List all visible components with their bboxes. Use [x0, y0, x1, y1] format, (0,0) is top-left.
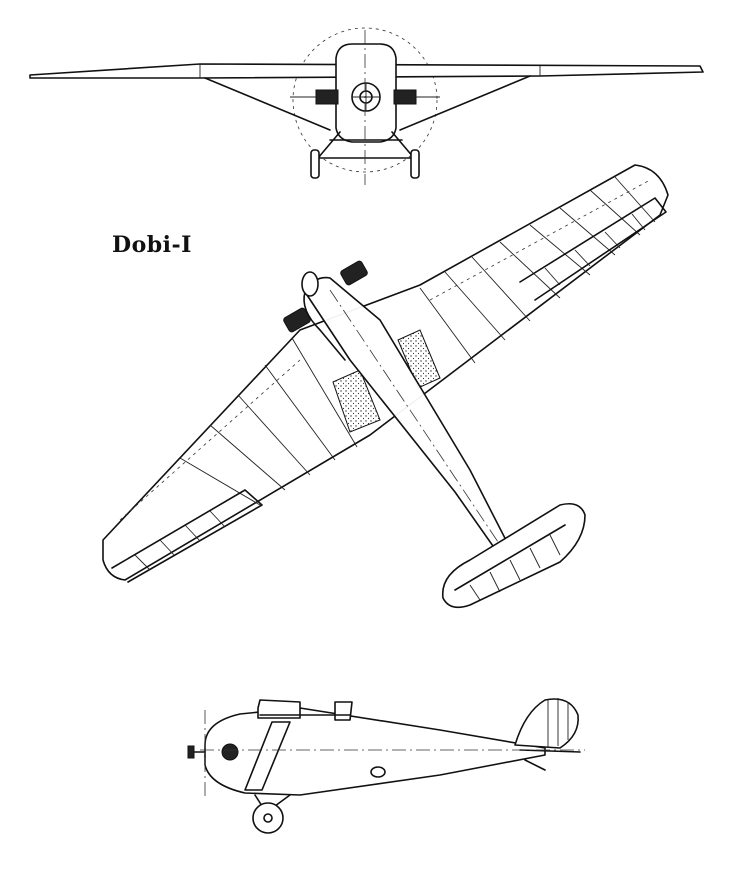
fin-rudder — [514, 698, 579, 749]
left-aileron — [111, 489, 263, 583]
top-view — [102, 164, 669, 609]
propeller-disc — [292, 27, 438, 173]
left-cockpit-panel — [332, 369, 381, 433]
front-undercarriage — [317, 131, 415, 159]
left-wheel — [310, 149, 320, 179]
right-wing-strut — [399, 75, 531, 131]
wing-ribs — [179, 176, 656, 506]
left-wing-strut — [204, 77, 331, 131]
side-wing-section — [257, 699, 301, 719]
front-view — [29, 27, 704, 185]
right-wheel — [410, 149, 420, 179]
side-fuselage — [204, 707, 546, 796]
side-engine — [187, 743, 239, 761]
side-wheel — [252, 802, 284, 834]
side-view — [187, 698, 585, 834]
right-aileron — [519, 197, 667, 301]
top-engine — [283, 260, 368, 333]
engine-cylinders — [290, 89, 440, 105]
tail-skid — [524, 759, 546, 771]
side-window — [370, 766, 386, 778]
aircraft-title: Dobi-I — [112, 232, 192, 258]
side-wing-strut — [244, 721, 291, 791]
